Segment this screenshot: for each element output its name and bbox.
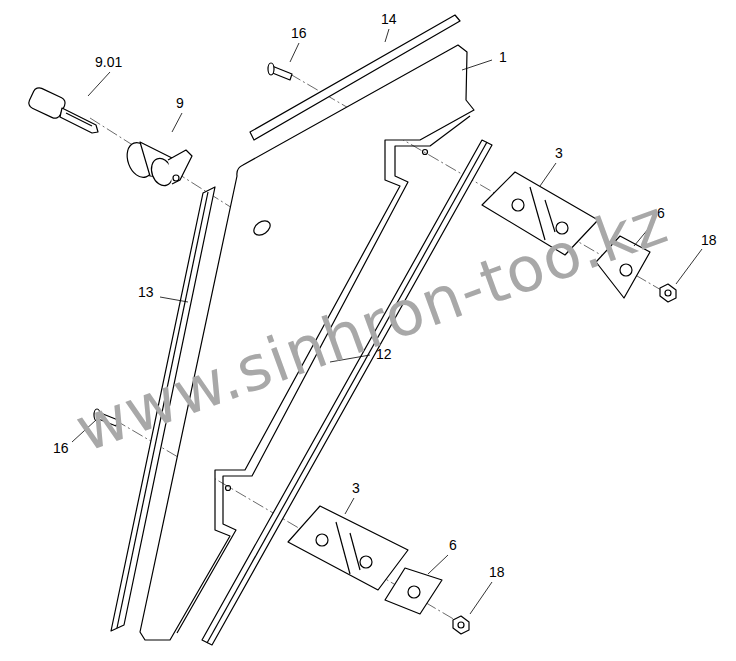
callout-number: 16 (53, 441, 69, 455)
callout-number: 3 (555, 146, 563, 160)
callout-number: 3 (352, 481, 360, 495)
callout-number: 18 (701, 233, 717, 247)
hinge (288, 506, 408, 590)
bolt-hole (226, 486, 231, 491)
callout-number: 13 (138, 285, 154, 299)
lock-hole (251, 218, 273, 238)
screw (268, 63, 292, 80)
hinge-plate (385, 568, 442, 614)
lock-cylinder (123, 139, 192, 189)
callout-number: 1 (499, 50, 507, 64)
nut (660, 284, 676, 302)
callout-number: 6 (449, 538, 457, 552)
key (27, 86, 98, 133)
nut (453, 616, 469, 634)
callout-number: 9.01 (95, 55, 122, 69)
callout-number: 18 (489, 565, 505, 579)
callout-number: 9 (176, 96, 184, 110)
bolt-hole (423, 150, 428, 155)
callout-number: 16 (291, 26, 307, 40)
callout-number: 14 (381, 12, 397, 26)
